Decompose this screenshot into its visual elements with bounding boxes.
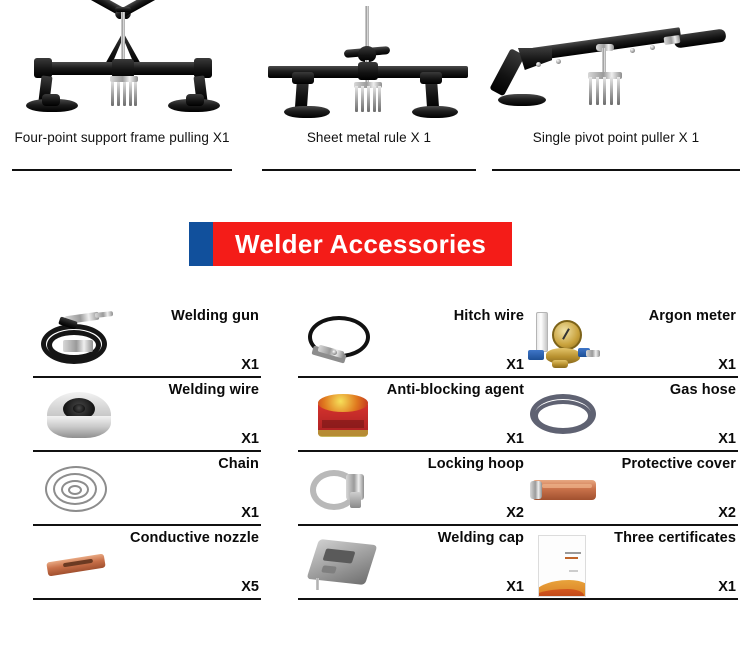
accessory-name: Protective cover xyxy=(621,456,736,472)
accessory-text: Gas hose X1 xyxy=(596,382,736,448)
accessory-divider xyxy=(33,450,261,452)
accessory-text: Welding cap X1 xyxy=(384,530,524,596)
accessory-qty: X1 xyxy=(506,579,524,595)
four-point-frame-icon xyxy=(12,0,232,126)
anti-blocking-agent-can-icon xyxy=(302,384,388,446)
accessory-name: Conductive nozzle xyxy=(130,530,259,546)
accessory-qty: X2 xyxy=(718,505,736,521)
accessory-name: Welding wire xyxy=(168,382,259,398)
welding-wire-spool-icon xyxy=(37,384,123,446)
tool-caption: Four-point support frame pulling X1 xyxy=(14,130,230,145)
accessory-text: Locking hoop X2 xyxy=(384,456,524,522)
accessory-name: Three certificates xyxy=(614,530,736,546)
three-certificates-icon xyxy=(522,532,608,597)
accessory-item-welding-gun: Welding gun X1 xyxy=(33,306,261,378)
accessory-qty: X1 xyxy=(718,579,736,595)
accessory-divider xyxy=(33,376,261,378)
accessory-name: Chain xyxy=(218,456,259,472)
accessory-text: Chain X1 xyxy=(119,456,259,522)
accessory-divider xyxy=(298,524,526,526)
conductive-nozzle-icon xyxy=(37,532,123,594)
single-pivot-puller-icon xyxy=(489,4,740,126)
accessory-divider xyxy=(518,598,738,600)
welding-cap-icon xyxy=(302,532,388,594)
accessories-column-2: Hitch wire X1 Anti-blocking agent X1 xyxy=(298,306,526,602)
accessory-item-protective-cover: Protective cover X2 xyxy=(518,454,738,526)
chain-icon xyxy=(37,458,123,520)
accessory-item-locking-hoop: Locking hoop X2 xyxy=(298,454,526,526)
accessory-text: Hitch wire X1 xyxy=(384,308,524,374)
accessory-qty: X1 xyxy=(241,357,259,373)
accessory-item-argon-meter: Argon meter X1 xyxy=(518,306,738,378)
accessory-text: Conductive nozzle X5 xyxy=(119,530,259,596)
tool-divider xyxy=(12,169,232,171)
accessory-qty: X5 xyxy=(241,579,259,595)
accessory-text: Three certificates X1 xyxy=(596,530,736,596)
accessory-item-chain: Chain X1 xyxy=(33,454,261,526)
accessory-qty: X1 xyxy=(506,431,524,447)
accessory-divider xyxy=(33,598,261,600)
accessory-text: Protective cover X2 xyxy=(596,456,736,522)
accessory-divider xyxy=(518,524,738,526)
accessory-name: Locking hoop xyxy=(427,456,524,472)
banner-blue-block xyxy=(189,222,213,266)
tool-caption: Sheet metal rule X 1 xyxy=(306,130,432,145)
tool-cell-single-pivot-puller: Single pivot point puller X 1 xyxy=(489,4,740,176)
accessory-qty: X1 xyxy=(241,431,259,447)
accessory-divider xyxy=(518,450,738,452)
hitch-wire-icon xyxy=(302,310,388,372)
claw-prongs-icon xyxy=(111,80,137,106)
accessory-name: Anti-blocking agent xyxy=(386,382,524,398)
accessory-item-hitch-wire: Hitch wire X1 xyxy=(298,306,526,378)
accessory-item-welding-cap: Welding cap X1 xyxy=(298,528,526,600)
banner-red-block: Welder Accessories xyxy=(213,222,513,266)
accessory-divider xyxy=(298,376,526,378)
accessory-divider xyxy=(518,376,738,378)
locking-hoop-clamp-icon xyxy=(302,458,388,520)
accessory-qty: X2 xyxy=(506,505,524,521)
top-tools-row: Four-point support frame pulling X1 xyxy=(0,0,750,180)
accessories-grid: Welding gun X1 Welding wire X1 xyxy=(0,306,750,616)
accessory-divider xyxy=(33,524,261,526)
accessory-item-welding-wire: Welding wire X1 xyxy=(33,380,261,452)
tool-divider xyxy=(262,169,476,171)
claw-prongs-icon xyxy=(355,86,381,112)
accessories-column-1: Welding gun X1 Welding wire X1 xyxy=(33,306,261,602)
protective-cover-icon xyxy=(522,458,608,520)
section-banner: Welder Accessories xyxy=(189,222,513,266)
tool-divider xyxy=(492,169,740,171)
accessory-qty: X1 xyxy=(718,431,736,447)
accessories-column-3: Argon meter X1 Gas hose X1 xyxy=(518,306,738,602)
accessory-name: Welding cap xyxy=(437,530,524,546)
accessory-text: Welding wire X1 xyxy=(119,382,259,448)
tool-cell-four-point-support-frame: Four-point support frame pulling X1 xyxy=(12,0,232,176)
accessory-qty: X1 xyxy=(241,505,259,521)
tool-caption: Single pivot point puller X 1 xyxy=(532,130,700,145)
accessory-item-gas-hose: Gas hose X1 xyxy=(518,380,738,452)
accessory-text: Welding gun X1 xyxy=(119,308,259,374)
accessory-text: Anti-blocking agent X1 xyxy=(384,382,524,448)
welding-gun-icon xyxy=(37,310,123,372)
accessory-item-three-certificates: Three certificates X1 xyxy=(518,528,738,600)
banner-title: Welder Accessories xyxy=(235,228,487,259)
gas-hose-icon xyxy=(522,384,608,446)
accessory-qty: X1 xyxy=(718,357,736,373)
accessory-text: Argon meter X1 xyxy=(596,308,736,374)
accessory-name: Gas hose xyxy=(669,382,736,398)
accessory-name: Hitch wire xyxy=(453,308,524,324)
claw-prongs-icon xyxy=(589,77,621,105)
accessory-name: Welding gun xyxy=(171,308,259,324)
argon-meter-icon xyxy=(522,310,608,372)
accessory-name: Argon meter xyxy=(648,308,736,324)
accessory-item-conductive-nozzle: Conductive nozzle X5 xyxy=(33,528,261,600)
accessory-qty: X1 xyxy=(506,357,524,373)
accessory-divider xyxy=(298,598,526,600)
accessory-divider xyxy=(298,450,526,452)
accessory-item-anti-blocking-agent: Anti-blocking agent X1 xyxy=(298,380,526,452)
sheet-metal-rule-icon xyxy=(262,4,476,126)
tool-cell-sheet-metal-rule: Sheet metal rule X 1 xyxy=(262,4,476,176)
